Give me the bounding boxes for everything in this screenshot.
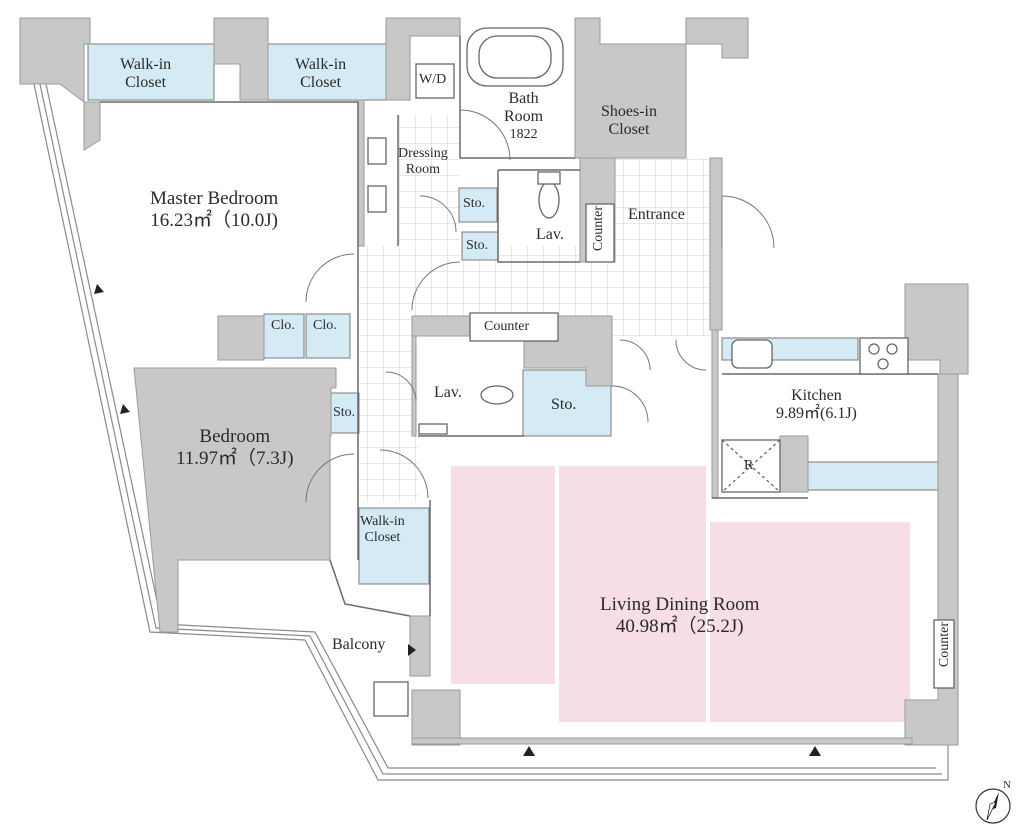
south-arrow-icon [986, 801, 997, 821]
storage-1-label: Sto. [463, 196, 486, 211]
balcony-unit [373, 681, 409, 717]
toilet [538, 181, 560, 219]
door-swings [305, 109, 775, 503]
dressing-seat-1 [367, 137, 387, 165]
burner-2 [886, 343, 898, 355]
bedroom-area: 11.97㎡（7.3J) [176, 447, 294, 469]
walkin-closet-1-label: Walk-in Closet [120, 56, 171, 93]
compass-label: N [1003, 779, 1011, 791]
lav-2-label: Lav. [434, 384, 462, 401]
burner-3 [877, 358, 889, 370]
toilet-2 [480, 385, 514, 405]
walkin-1-line2: Closet [125, 74, 167, 92]
storage-2-label: Sto. [466, 238, 489, 253]
bedroom-label: Bedroom 11.97㎡（7.3J) [176, 426, 294, 470]
storage-4-label: Sto. [551, 396, 577, 413]
entrance-label: Entrance [628, 206, 685, 223]
window-markers [94, 284, 821, 756]
dressing-seat-2 [367, 185, 387, 213]
burner-1 [868, 343, 880, 355]
lav-sink [418, 423, 448, 435]
bath-size: 1822 [509, 126, 538, 142]
window-arrow-2 [120, 404, 130, 414]
closet-1-label: Clo. [271, 318, 295, 333]
bath-name-2: Room [504, 108, 544, 126]
walkin-1-line1: Walk-in [120, 56, 172, 73]
compass-ring [975, 788, 1011, 824]
living-dining-area: 40.98㎡（25.2J) [615, 615, 744, 637]
walkin-closet-3-label: Walk-in Closet [360, 514, 405, 546]
center-counter-label: Counter [484, 319, 530, 334]
walkin-3-line2: Closet [364, 530, 401, 546]
kitchen-area: 9.89㎡(6.1J) [776, 405, 857, 423]
master-bedroom-label: Master Bedroom 16.23㎡（10.0J) [150, 188, 278, 232]
living-dining-zone [451, 466, 910, 722]
living-dining-label: Living Dining Room 40.98㎡（25.2J) [600, 594, 759, 638]
refrigerator-label: R [744, 458, 754, 473]
closet-2-label: Clo. [313, 318, 337, 333]
living-counter [933, 619, 955, 689]
fixtures [367, 27, 955, 717]
bedroom-name: Bedroom [199, 426, 271, 447]
shoes-in-line2: Closet [608, 121, 650, 139]
washer-dryer-label: W/D [419, 72, 447, 87]
living-dining-name: Living Dining Room [600, 594, 760, 615]
entrance-counter [585, 203, 615, 263]
bathtub-inner [478, 35, 552, 79]
dressing-label: Dressing Room [398, 146, 448, 178]
window-arrow-1 [94, 284, 104, 294]
kitchen-sink [731, 339, 773, 369]
kitchen-name: Kitchen [791, 387, 842, 404]
walkin-2-line1: Walk-in [295, 56, 347, 73]
shoes-in-line1: Shoes-in [601, 103, 657, 120]
washer-dryer [415, 63, 455, 99]
window-arrow-3 [523, 746, 535, 756]
center-counter [469, 312, 559, 342]
lav-1-label: Lav. [536, 226, 564, 243]
walkin-2-line2: Closet [300, 74, 342, 92]
bath-name-1: Bath [508, 90, 539, 107]
dressing-name-2: Room [405, 162, 440, 178]
toilet-tank [537, 171, 561, 185]
bath-label: Bath Room 1822 [504, 90, 543, 143]
balcony-label: Balcony [332, 636, 386, 653]
dressing-name-1: Dressing [398, 146, 448, 161]
window-arrow-4 [809, 746, 821, 756]
walkin-3-line1: Walk-in [360, 514, 405, 529]
living-counter-label: Counter [937, 622, 952, 668]
shoes-in-closet-label: Shoes-in Closet [601, 103, 657, 140]
balcony-rail [33, 83, 949, 781]
compass: N [975, 779, 1011, 824]
entrance-counter-label: Counter [591, 206, 606, 252]
master-bedroom-area: 16.23㎡（10.0J) [150, 209, 278, 231]
kitchen-label: Kitchen 9.89㎡(6.1J) [776, 387, 857, 424]
partitions [100, 36, 938, 617]
master-bedroom-name: Master Bedroom [150, 188, 279, 209]
window-arrow-5 [408, 644, 416, 656]
storage-3-label: Sto. [333, 405, 356, 420]
walkin-closet-2-label: Walk-in Closet [295, 56, 346, 93]
